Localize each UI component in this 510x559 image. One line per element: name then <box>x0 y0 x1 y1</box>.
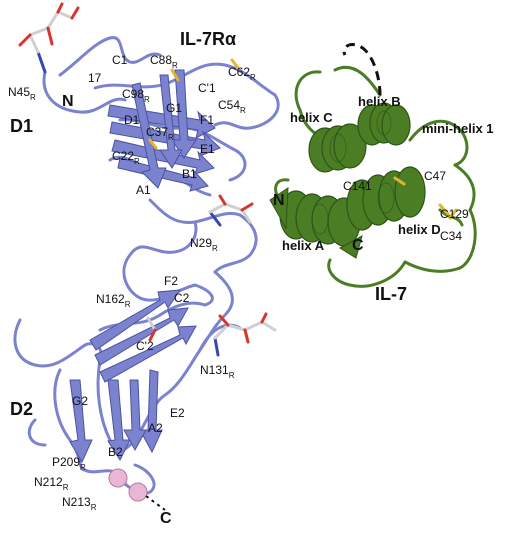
helix-a-label: helix A <box>282 238 325 253</box>
mini-helix-1-label: mini-helix 1 <box>422 121 494 136</box>
receptor-c-tail <box>145 495 166 511</box>
strand-c-prime-2: C'2 <box>136 339 154 353</box>
residue-c141: C141 <box>343 179 372 193</box>
helix-shading <box>311 110 395 235</box>
strand-e2: E2 <box>170 406 185 420</box>
residue-17: 17 <box>88 71 102 85</box>
residue-p209: P209R <box>52 455 86 472</box>
residue-n131: N131R <box>200 363 235 380</box>
residue-n213: N213R <box>62 495 97 512</box>
strand-a2: A2 <box>148 421 163 435</box>
residue-labels: N45R 17 C1 C88R C62R C'1 C98R G1 C54R D1… <box>8 53 469 512</box>
receptor-strands <box>69 69 221 464</box>
glycan-site-n212 <box>108 468 128 488</box>
glycan-n131 <box>213 312 277 357</box>
glycan-n29 <box>208 194 254 227</box>
disordered-loop <box>342 43 382 96</box>
helix-labels: helix C helix B mini-helix 1 helix A hel… <box>282 94 494 253</box>
strand-g2: G2 <box>72 394 88 408</box>
strand-d1: D1 <box>124 113 140 127</box>
receptor-c-terminus: C <box>160 510 172 527</box>
cytokine-title: IL-7 <box>375 284 407 304</box>
strand-g1: G1 <box>166 101 182 115</box>
glycan-site-n213 <box>128 482 148 502</box>
strand-b2: B2 <box>108 445 123 459</box>
strand-a1: A1 <box>136 183 151 197</box>
strand-f2: F2 <box>164 274 178 288</box>
disulfide-bonds <box>148 58 458 220</box>
strand-e1: E1 <box>200 142 215 156</box>
cytokine-helices <box>279 102 426 247</box>
cytokine-ribbon <box>274 65 477 288</box>
residue-c54: C54R <box>218 98 246 115</box>
residue-c129: C129 <box>440 207 469 221</box>
receptor-title: IL-7Rα <box>180 29 236 49</box>
strand-c2: C2 <box>174 291 190 305</box>
domain-d1-label: D1 <box>10 116 33 136</box>
residue-n29: N29R <box>190 236 218 253</box>
strand-f1: F1 <box>200 113 214 127</box>
cytokine-n-terminus: N <box>273 192 285 209</box>
residue-c62: C62R <box>228 65 256 82</box>
helix-c <box>308 123 367 173</box>
helix-d <box>346 166 426 231</box>
strand-c1: C1 <box>112 53 128 67</box>
glycan-n162 <box>146 316 157 342</box>
residue-n212: N212R <box>34 475 69 492</box>
strand-b1: B1 <box>182 167 197 181</box>
helix-b-label: helix B <box>358 94 401 109</box>
glycan-n45 <box>18 2 80 74</box>
residue-c88: C88R <box>150 53 178 70</box>
helix-a-arrow <box>269 187 289 230</box>
residue-c22: C22R <box>112 149 140 166</box>
residue-c98: C98R <box>122 87 150 104</box>
residue-c34: C34 <box>440 229 462 243</box>
strand-c-prime-1: C'1 <box>198 81 216 95</box>
residue-c47: C47 <box>424 169 446 183</box>
domain-d2-label: D2 <box>10 399 33 419</box>
helix-b <box>357 102 411 146</box>
residue-n162: N162R <box>96 292 131 309</box>
helix-d-arrow <box>339 234 363 259</box>
cytokine-c-terminus: C <box>352 237 364 254</box>
helix-c-label: helix C <box>290 110 333 125</box>
residue-c37: C37R <box>146 125 174 142</box>
receptor-n-terminus: N <box>62 93 74 110</box>
residue-n45: N45R <box>8 85 36 102</box>
helix-d-label: helix D <box>398 222 441 237</box>
